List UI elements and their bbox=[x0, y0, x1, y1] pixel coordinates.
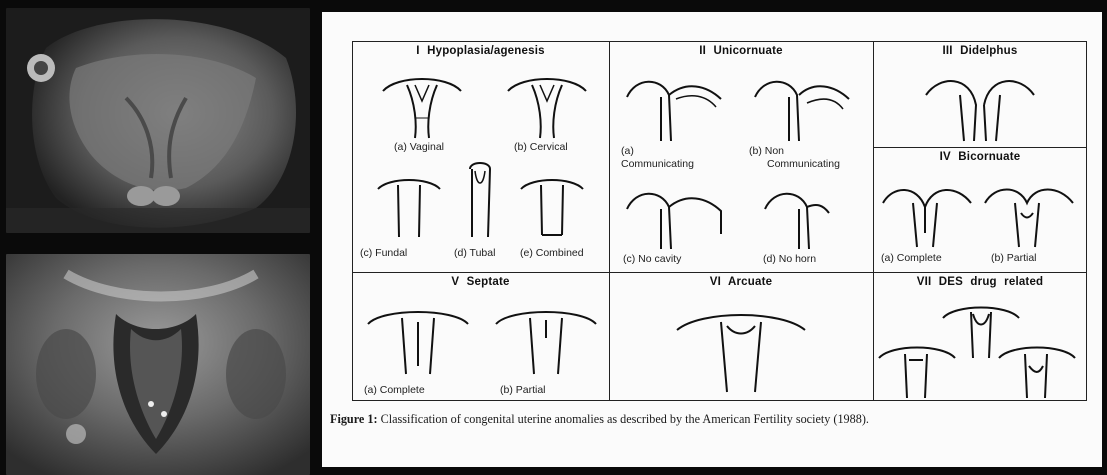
label-bicornuate-complete: (a) Complete bbox=[881, 252, 942, 264]
label-noncommunicating-b: (b) Non bbox=[749, 145, 784, 157]
figure-caption: Figure 1: Classification of congenital u… bbox=[330, 412, 869, 427]
uterus-bicornuate-partial-diagram bbox=[981, 173, 1077, 249]
panel-title: III Didelphus bbox=[873, 45, 1087, 57]
uterus-bicornuate-complete-diagram bbox=[879, 173, 975, 249]
mri-image-bottom bbox=[6, 254, 310, 475]
label-septate-partial: (b) Partial bbox=[500, 384, 546, 396]
label-communicating-a: (a) bbox=[621, 145, 634, 157]
label-combined: (e) Combined bbox=[520, 247, 584, 259]
panel-didelphus: III Didelphus bbox=[873, 41, 1087, 147]
panel-des-drug-related: VII DES drug related bbox=[873, 272, 1087, 401]
label-septate-complete: (a) Complete bbox=[364, 384, 425, 396]
uterus-combined-diagram bbox=[517, 167, 587, 242]
uterus-noncommunicating-diagram bbox=[749, 67, 859, 145]
label-tubal: (d) Tubal bbox=[454, 247, 495, 259]
label-communicating: Communicating bbox=[621, 158, 694, 170]
uterus-didelphus-diagram bbox=[920, 65, 1040, 143]
panel-arcuate: VI Arcuate bbox=[609, 272, 873, 401]
uterus-des-diagram bbox=[875, 334, 959, 400]
panel-title: IV Bicornuate bbox=[873, 151, 1087, 163]
label-bicornuate-partial: (b) Partial bbox=[991, 252, 1037, 264]
uterus-no-horn-diagram bbox=[759, 179, 839, 251]
label-cervical: (b) Cervical bbox=[514, 141, 568, 153]
uterus-tubal-diagram bbox=[460, 159, 500, 244]
uterus-des-diagram bbox=[995, 334, 1079, 400]
label-no-cavity: (c) No cavity bbox=[623, 253, 681, 265]
panel-septate: V Septate (a) Complete (b) Partial bbox=[352, 272, 609, 401]
classification-grid: I Hypoplasia/agenesis (a) Vaginal (b) Ce… bbox=[352, 41, 1087, 401]
label-no-horn: (d) No horn bbox=[763, 253, 816, 265]
panel-unicornuate: II Unicornuate (a) Communicating (b) Non… bbox=[609, 41, 873, 272]
caption-text: Classification of congenital uterine ano… bbox=[381, 412, 869, 426]
caption-label: Figure 1: bbox=[330, 412, 378, 426]
label-vaginal: (a) Vaginal bbox=[394, 141, 444, 153]
classification-figure: I Hypoplasia/agenesis (a) Vaginal (b) Ce… bbox=[322, 12, 1102, 467]
uterus-fundal-diagram bbox=[374, 167, 444, 242]
panel-title: V Septate bbox=[352, 276, 609, 288]
uterus-septate-complete-diagram bbox=[364, 296, 472, 376]
panel-title: VI Arcuate bbox=[609, 276, 873, 288]
uterus-vaginal-diagram bbox=[377, 63, 467, 143]
label-fundal: (c) Fundal bbox=[360, 247, 407, 259]
panel-title: VII DES drug related bbox=[873, 276, 1087, 288]
panel-title: II Unicornuate bbox=[609, 45, 873, 57]
uterus-cervical-diagram bbox=[502, 63, 592, 143]
uterus-arcuate-diagram bbox=[671, 296, 811, 396]
uterus-communicating-diagram bbox=[621, 67, 731, 145]
label-noncommunicating: Communicating bbox=[767, 158, 840, 170]
panel-bicornuate: IV Bicornuate (a) Complete (b) Partial bbox=[873, 147, 1087, 272]
panel-title: I Hypoplasia/agenesis bbox=[352, 45, 609, 57]
mri-image-top bbox=[6, 8, 310, 233]
panel-hypoplasia: I Hypoplasia/agenesis (a) Vaginal (b) Ce… bbox=[352, 41, 609, 272]
uterus-no-cavity-diagram bbox=[621, 179, 731, 251]
uterus-septate-partial-diagram bbox=[492, 296, 600, 376]
